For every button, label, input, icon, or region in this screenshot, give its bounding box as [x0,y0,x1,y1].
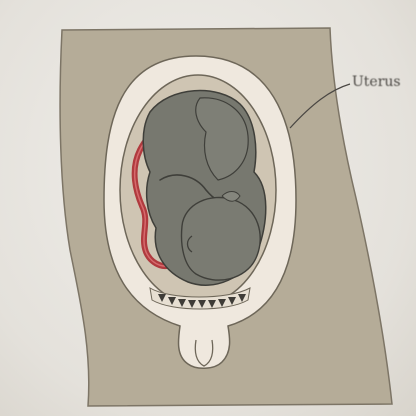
fetus-leg [195,97,249,181]
placenta-band [149,287,251,310]
fetus-ear [186,235,193,253]
fetus-head [180,196,261,281]
placenta-villi [158,294,246,308]
cervix [194,339,214,367]
uterus-leader-line [289,83,351,129]
uterus-label: Uterus [352,74,401,90]
fetus-hand [221,191,241,202]
